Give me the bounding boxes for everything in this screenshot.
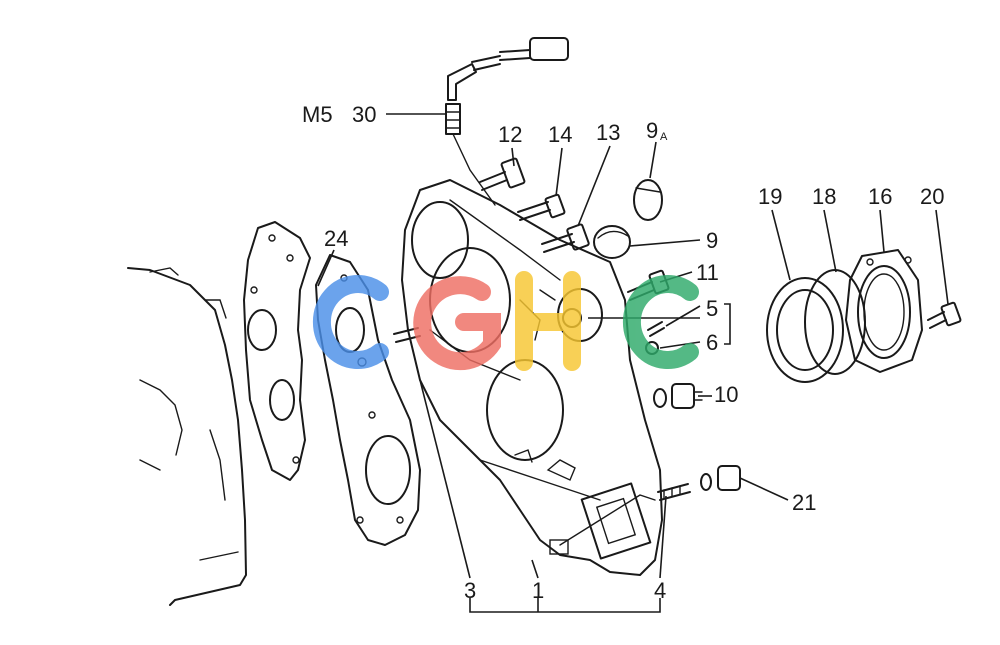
leader-lines — [317, 113, 949, 613]
pin-5 — [647, 321, 665, 337]
label-13: 13 — [596, 120, 620, 145]
label-1: 1 — [532, 578, 544, 603]
label-6: 6 — [706, 330, 718, 355]
watermark-letter-g — [413, 276, 501, 371]
label-18: 18 — [812, 184, 836, 209]
stud-4 — [657, 483, 691, 501]
o-ring-18 — [804, 269, 866, 375]
gear-case-housing — [401, 179, 663, 576]
label-30: 30 — [352, 102, 376, 127]
watermark-letter-c — [312, 275, 389, 369]
label-9: 9 — [706, 228, 718, 253]
plug-9 — [593, 225, 631, 259]
label-11: 11 — [696, 260, 719, 285]
label-12: 12 — [498, 122, 522, 147]
cover-16 — [845, 249, 923, 373]
label-20: 20 — [920, 184, 944, 209]
nut-10 — [653, 383, 703, 409]
seal-19 — [766, 277, 844, 383]
label-3: 3 — [464, 578, 476, 603]
label-9a: 9 — [646, 118, 658, 143]
watermark — [312, 271, 699, 371]
callout-labels: M5 30 12 14 13 9 A 9 11 5 6 10 19 18 16 … — [302, 102, 944, 603]
sensor-30 — [445, 37, 569, 206]
label-4: 4 — [654, 578, 666, 603]
watermark-letter-h — [515, 271, 581, 371]
bolt-12 — [479, 157, 526, 191]
label-24: 24 — [324, 226, 348, 251]
label-14: 14 — [548, 122, 572, 147]
label-9a-subscript: A — [660, 131, 668, 143]
bolt-14 — [517, 193, 566, 221]
bolt-13 — [541, 223, 590, 253]
gasket-24 — [243, 221, 311, 481]
bolt-20 — [927, 301, 962, 329]
label-16: 16 — [868, 184, 892, 209]
label-m5: M5 — [302, 102, 333, 127]
nut-21 — [700, 465, 741, 491]
label-19: 19 — [758, 184, 782, 209]
label-21: 21 — [792, 490, 816, 515]
label-10: 10 — [714, 382, 738, 407]
label-5: 5 — [706, 296, 718, 321]
engine-block — [127, 267, 247, 606]
watermark-letter-c2 — [622, 275, 699, 369]
plug-9a — [633, 179, 663, 221]
